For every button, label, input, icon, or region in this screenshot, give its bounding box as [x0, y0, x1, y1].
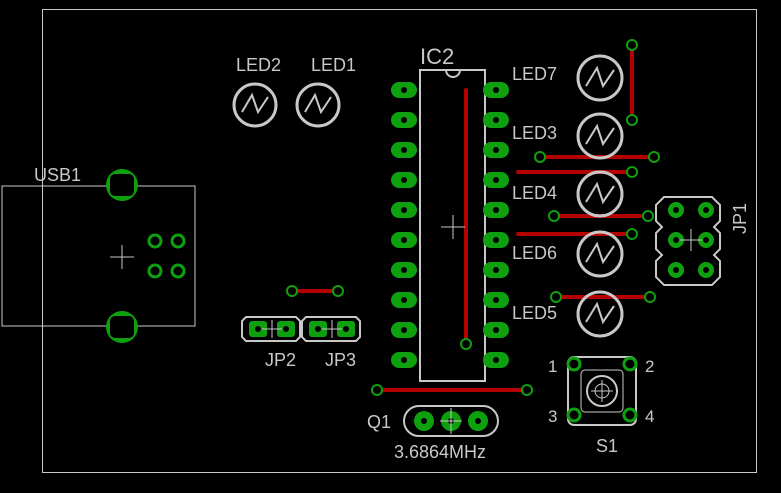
led7-label: LED7 [512, 64, 557, 84]
via [548, 210, 560, 222]
via [460, 338, 472, 350]
via [648, 151, 660, 163]
ic2-pads-right [483, 82, 509, 368]
ic2-pad-holes [401, 87, 499, 363]
via [534, 151, 546, 163]
via [286, 285, 298, 297]
jp3-footprint: JP3 [301, 316, 361, 370]
via [626, 166, 638, 178]
via [550, 291, 562, 303]
q1-value-label: 3.6864MHz [394, 442, 486, 462]
led5-footprint: LED5 [512, 290, 624, 338]
s1-pin3-label: 3 [548, 407, 557, 426]
jp3-label: JP3 [325, 350, 356, 370]
via [371, 384, 383, 396]
q1-label: Q1 [367, 412, 391, 432]
via [626, 228, 638, 240]
ic2-body [419, 69, 486, 382]
usb-signal-pads [147, 233, 186, 279]
ic2-footprint: IC2 [391, 44, 509, 382]
via [332, 285, 344, 297]
via [626, 39, 638, 51]
led6-footprint: LED6 [512, 230, 624, 278]
ic2-label: IC2 [420, 44, 454, 69]
s1-pin2-label: 2 [645, 357, 654, 376]
board-outline [42, 9, 757, 473]
copper-traces [290, 43, 656, 392]
led2-label: LED2 [236, 55, 281, 75]
s1-pin4-label: 4 [645, 407, 654, 426]
led4-label: LED4 [512, 183, 557, 203]
led6-label: LED6 [512, 243, 557, 263]
usb1-label: USB1 [34, 165, 81, 185]
via [521, 384, 533, 396]
q1-footprint: Q1 3.6864MHz [367, 405, 499, 462]
led7-footprint: LED7 [512, 54, 624, 102]
jp1-footprint: JP1 [655, 196, 750, 286]
ic2-center-cross [441, 215, 465, 239]
led3-footprint: LED3 [512, 112, 624, 160]
led5-label: LED5 [512, 303, 557, 323]
jp2-footprint: JP2 [241, 316, 301, 370]
via [644, 291, 656, 303]
led3-label: LED3 [512, 123, 557, 143]
vias [286, 39, 660, 396]
s1-footprint: 1 2 3 4 S1 [548, 356, 654, 456]
led1-footprint: LED1 [295, 55, 356, 128]
ic2-notch [445, 69, 461, 78]
led2-footprint: LED2 [232, 55, 281, 128]
led4-footprint: LED4 [512, 170, 624, 218]
usb1-footprint: USB1 [1, 165, 196, 343]
ic2-pads-left [391, 82, 417, 368]
via [642, 210, 654, 222]
led1-label: LED1 [311, 55, 356, 75]
jp2-label: JP2 [265, 350, 296, 370]
s1-label: S1 [596, 436, 618, 456]
s1-pin1-label: 1 [548, 357, 557, 376]
via [626, 114, 638, 126]
jp1-label: JP1 [730, 203, 750, 234]
